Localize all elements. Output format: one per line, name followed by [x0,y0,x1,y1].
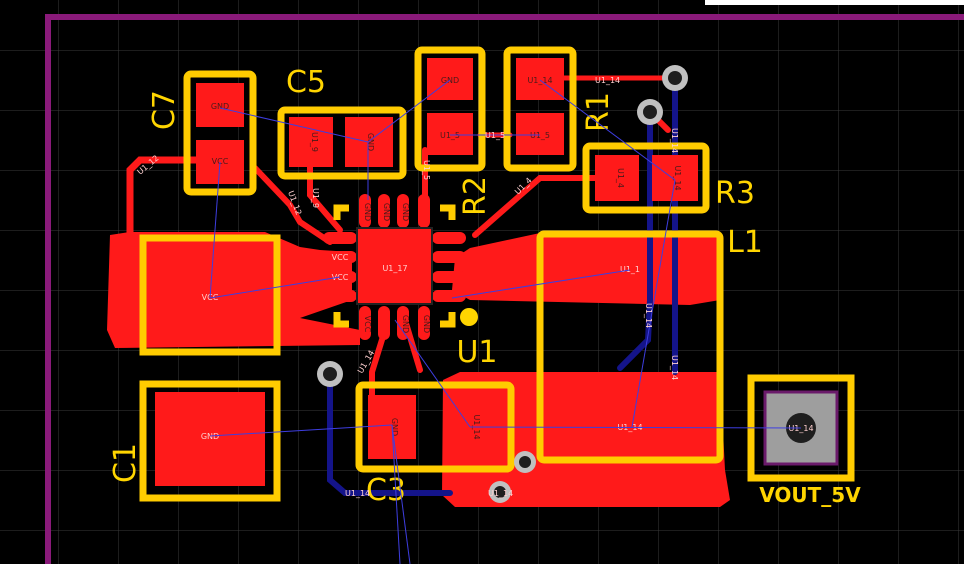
r1-designator: R1 [581,92,616,132]
board-outline [45,14,964,564]
l1-designator: L1 [727,225,763,260]
c1-pad-2[interactable] [155,392,265,486]
c5-pad-1-label: U1_9 [310,132,319,152]
via-2[interactable] [637,99,663,125]
u1-silk-corner-tr [440,204,456,220]
trace-label-7: U1_5 [485,131,505,140]
r3-pad-2-label: U1_14 [673,165,682,190]
trace-label-13: U1_14 [488,489,513,498]
u1-top-pin-1[interactable] [359,194,371,228]
u1-top-pin-2-label: GND [382,203,391,221]
u1-right-pin-1[interactable] [432,232,466,244]
trace-label-3: U1_9 [311,188,320,208]
vout-designator: VOUT_5V [759,483,861,507]
c1-silk-top [139,234,281,356]
u1-thermal-pad[interactable] [356,227,433,305]
c7-pad-2-label: VCC [212,157,229,166]
c1-designator: C1 [108,443,143,483]
trace-label-2: U1_14 [595,76,620,85]
trace-label-5: U1_5 [422,160,431,180]
r1-silkscreen [503,46,577,172]
u1-top-pin-2[interactable] [378,194,390,228]
u1-top-pin-3-label: GND [401,203,410,221]
u1-bottom-pin-1-label: VCC [363,316,372,333]
via-4[interactable] [514,451,536,473]
trace-label-10: U1_14 [670,355,679,380]
u1-right-pin-2[interactable] [432,251,466,263]
u1-bottom-pin-3-label: GND [401,315,410,333]
sw-copper-pour[interactable] [452,233,720,305]
c5-pad-2-label: GND [366,133,375,151]
c7-silkscreen [183,70,257,196]
r3-pad-1-label: U1_4 [616,168,625,188]
u1-bottom-pin-4-label: GND [422,315,431,333]
c5-silkscreen [277,106,407,180]
r3-pad-1[interactable] [595,155,639,201]
u1-bottom-pin-3[interactable] [397,306,409,340]
u1-left-pin-2[interactable] [323,251,357,263]
c1-pad-2-label: GND [201,432,219,441]
u1-silk-corner-bl [333,312,349,328]
c1-silk-bottom [139,380,281,502]
r1-pad-1[interactable] [516,58,564,100]
r2-pad-2[interactable] [427,113,473,155]
vout-pad-label: U1_14 [788,424,813,433]
u1-component[interactable]: GND GND GND VCC GND GND VCC VCC U1_17 [323,194,478,340]
u1-bottom-pin-2[interactable] [378,306,390,340]
via-1[interactable] [662,65,688,91]
u1-left-pin-2-label: VCC [332,253,349,262]
trace-label-9: U1_14 [644,303,653,328]
c5-designator: C5 [286,65,326,100]
u1-right-pin-3[interactable] [432,271,466,283]
c7-pad-1[interactable] [196,83,244,127]
bottom-trace-vout-3[interactable] [617,109,653,371]
l1-pad-1-label: U1_1 [620,265,640,274]
c3-pad-1-label: GND [390,418,399,436]
u1-silk-corner-tl [333,204,349,220]
vout-copper-pour[interactable] [442,372,730,507]
trace-u1-12[interactable] [252,165,333,245]
u1-top-pin-1-label: GND [363,203,372,221]
top-right-toolbar-strip [705,0,964,5]
u1-top-pin-4[interactable] [418,194,430,228]
c7-designator: C7 [147,90,182,130]
r2-pad-1[interactable] [427,58,473,100]
c7-pad-1-label: GND [211,102,229,111]
bottom-trace-vout-1[interactable] [327,371,453,496]
trace-label-12: U1_14 [345,489,370,498]
c5-pad-2[interactable] [345,117,393,167]
ratsnest-lines [209,79,802,564]
via-5[interactable] [489,481,511,503]
u1-bottom-pin-4[interactable] [418,306,430,340]
u1-left-pin-4[interactable] [323,290,357,302]
u1-left-pin-1[interactable] [323,232,357,244]
r2-designator: R2 [458,176,493,216]
u1-top-pin-3[interactable] [397,194,409,228]
u1-left-pin-3-label: VCC [332,273,349,282]
r2-silkscreen [414,46,486,172]
u1-thermal-pad-label: U1_17 [382,264,407,273]
vcc-copper-pour[interactable] [107,232,360,348]
l1-silkscreen [536,230,724,464]
r3-pad-2[interactable] [652,155,698,201]
trace-label-8: U1_14 [670,128,679,153]
r3-designator: R3 [715,176,755,211]
r3-silkscreen [582,142,710,214]
u1-bottom-pin-1[interactable] [359,306,371,340]
via-3[interactable] [317,361,343,387]
u1-right-pin-4[interactable] [432,290,466,302]
r1-pad-2[interactable] [516,113,564,155]
u1-designator: U1 [456,335,497,370]
trace-u1-12-c7[interactable] [126,156,224,239]
u1-silk-corner-br [440,312,456,328]
u1-pin1-marker [460,308,478,326]
